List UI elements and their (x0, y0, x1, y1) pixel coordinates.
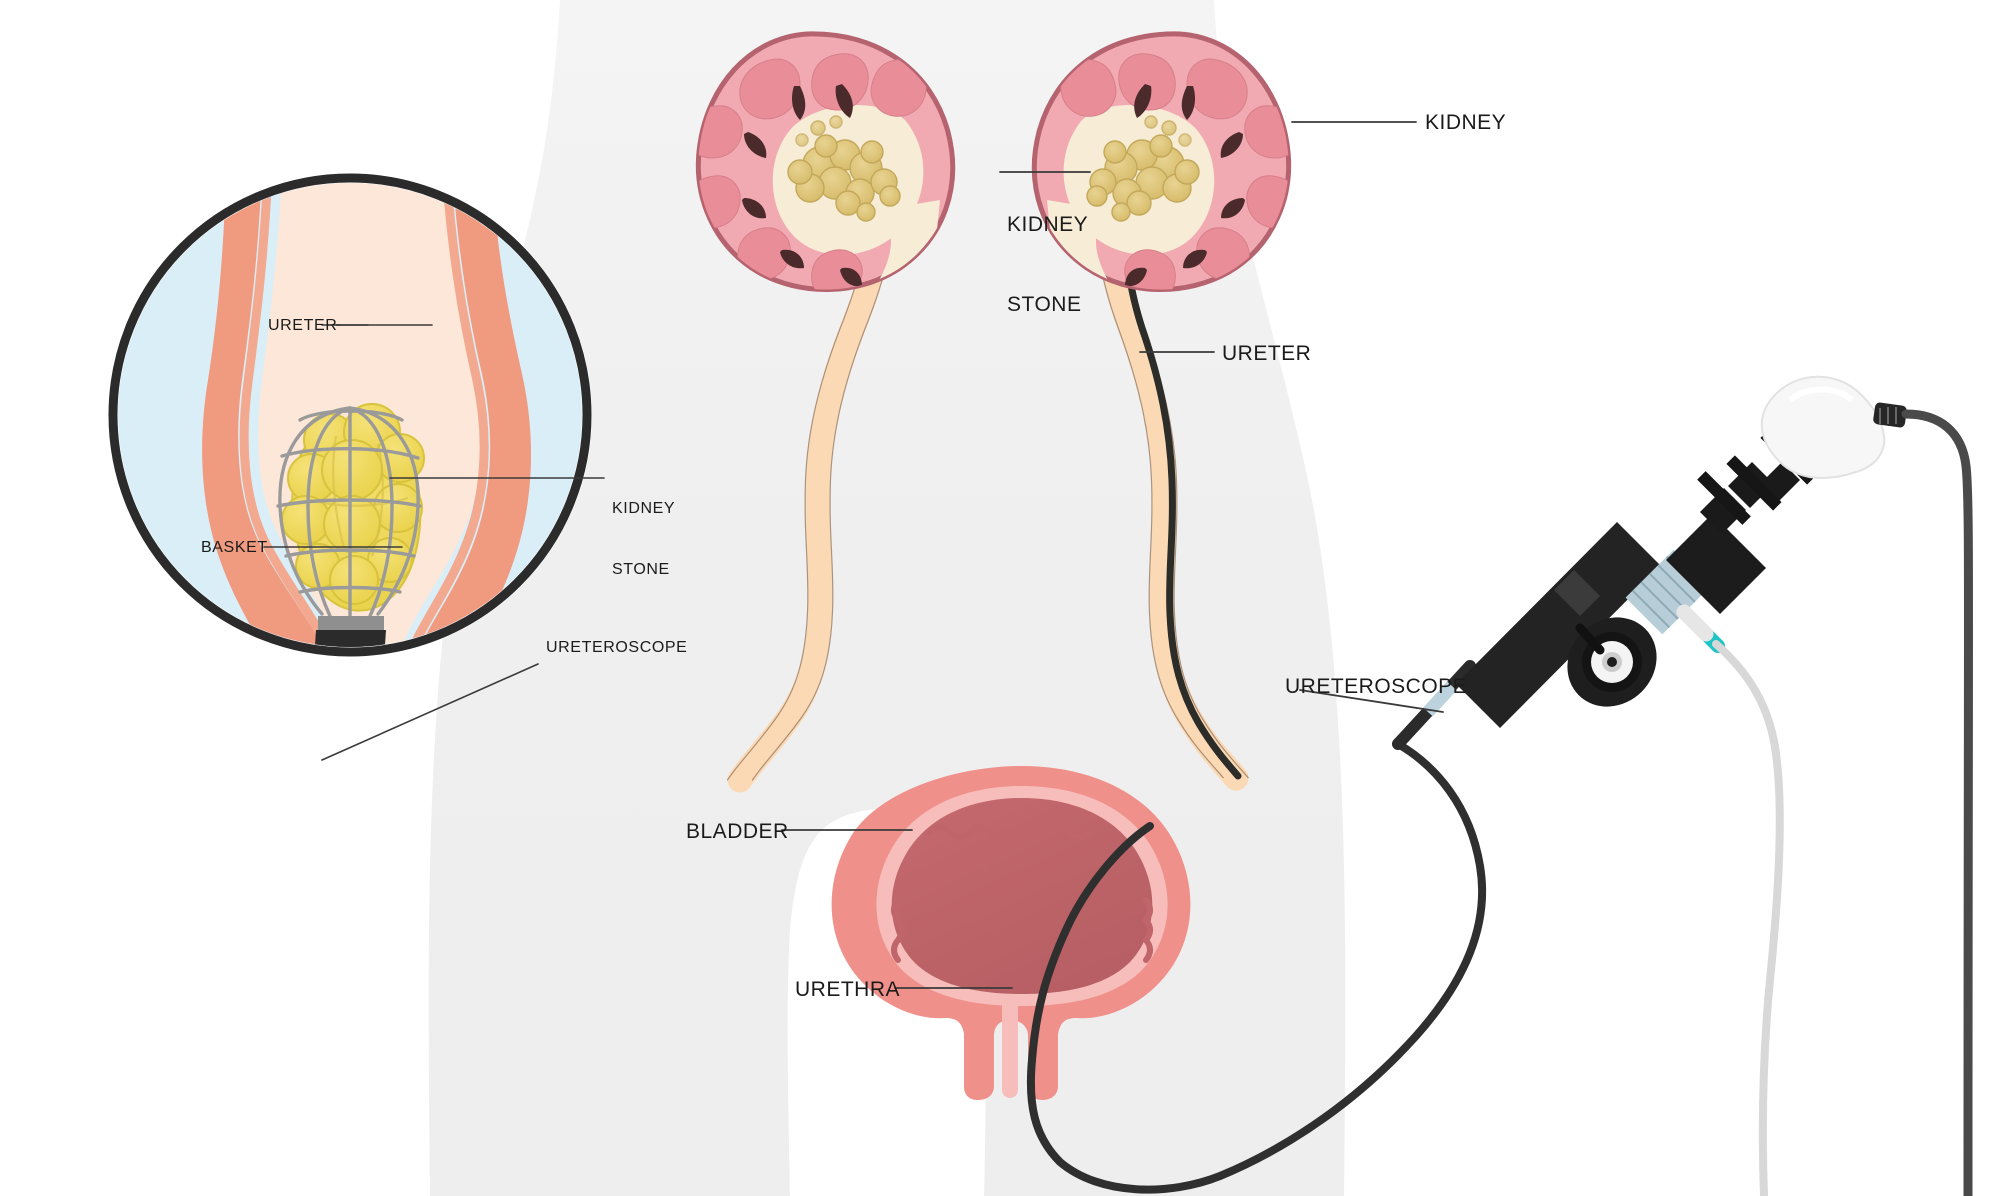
leader-lines-main (781, 121, 1444, 989)
ureter-left (726, 173, 896, 793)
inset-kidney-stone (281, 403, 425, 612)
label-urethra: URETHRA (795, 978, 901, 1001)
label-bladder: BLADDER (686, 820, 789, 843)
label-kidney-stone-line1: KIDNEY (1007, 212, 1089, 236)
label-ureteroscope: URETEROSCOPE (1285, 675, 1468, 698)
label-inset-ureteroscope: URETEROSCOPE (546, 639, 688, 656)
leader-ureteroscope (1299, 689, 1444, 713)
label-inset-kidney-stone-line1: KIDNEY (612, 499, 676, 517)
label-inset-ureter: URETER (268, 317, 338, 334)
label-inset-basket: BASKET (201, 539, 268, 556)
scope-cable (1026, 740, 1487, 1194)
leader-lines-inset (263, 324, 605, 761)
ureteroscope-device (1392, 375, 1973, 1196)
label-inset-kidney-stone-line2: STONE (612, 561, 670, 579)
bladder (831, 766, 1191, 1100)
kidney-right (1031, 31, 1292, 292)
bladder-lumen (891, 798, 1153, 994)
magnified-inset (108, 173, 605, 761)
label-kidney-stone-line2: STONE (1007, 293, 1082, 317)
retrieval-basket (276, 406, 422, 618)
kidney-left (695, 31, 956, 292)
label-kidney-stone: KIDNEY STONE (1007, 158, 1088, 373)
scope-in-ureter (1123, 186, 1242, 780)
label-ureter: URETER (1222, 342, 1312, 365)
inset-ureteroscope-tip (310, 616, 386, 647)
kidney-stone-right (1086, 115, 1200, 222)
kidney-stone-left (787, 115, 901, 222)
leader-inset-ureteroscope (321, 663, 539, 761)
ureter-right (1095, 171, 1249, 791)
label-kidney: KIDNEY (1425, 111, 1507, 134)
label-inset-kidney-stone: KIDNEY STONE (612, 458, 675, 622)
